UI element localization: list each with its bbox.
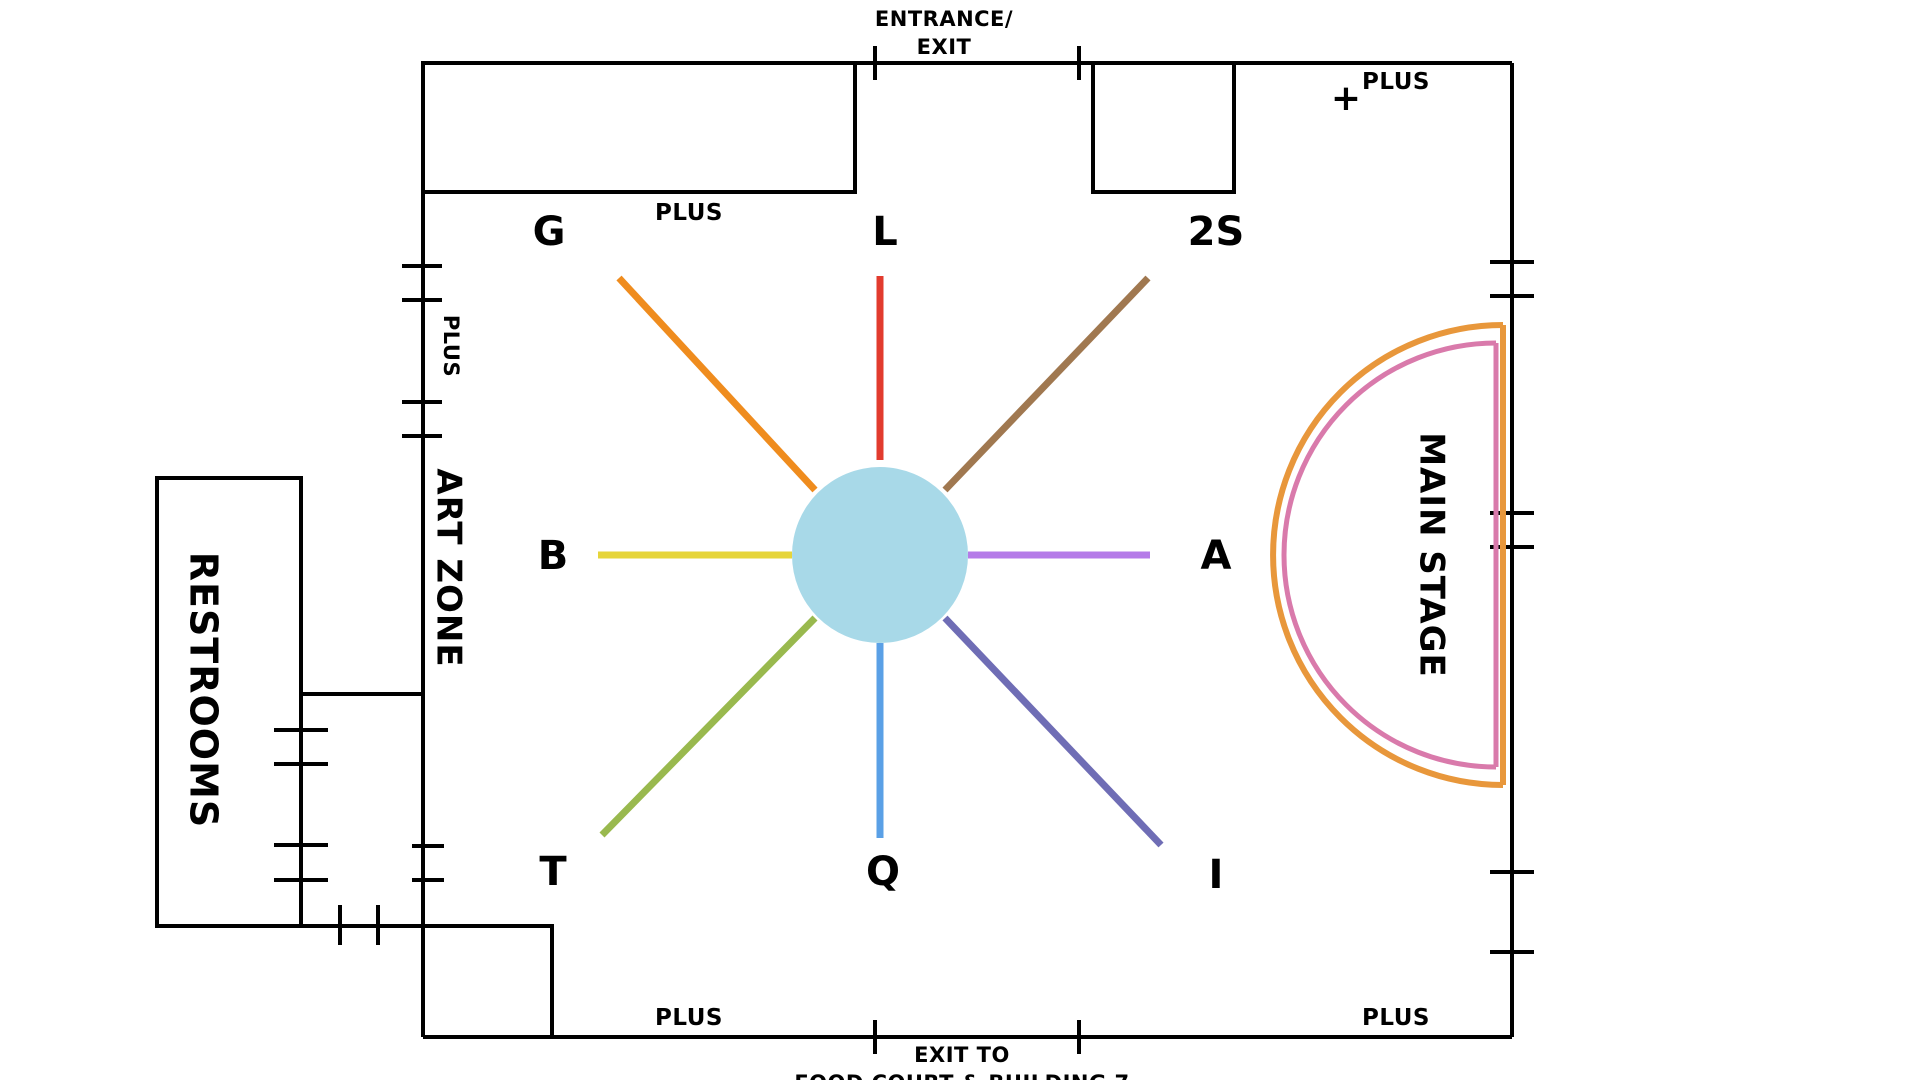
zone-spokes — [598, 275, 1164, 848]
plus-top-right-mark: + — [1331, 78, 1361, 119]
zone-label-i: I — [1209, 852, 1224, 898]
bottom-left-booth — [423, 924, 554, 1037]
zone-label-a: A — [1201, 533, 1232, 579]
top-right-booth — [1091, 61, 1236, 194]
top-left-booth — [421, 61, 857, 194]
spoke-g — [616, 275, 818, 493]
plus-left-wall-label: PLUS — [439, 315, 463, 377]
plus-top-right-label: PLUS — [1362, 69, 1430, 95]
zone-label-t: T — [539, 849, 567, 895]
entrance-label: ENTRANCE/EXIT — [875, 7, 1013, 59]
stage-inner-ring — [1281, 340, 1497, 770]
spoke-i — [942, 615, 1164, 848]
door-markers — [274, 46, 1534, 1054]
zone-label-2s: 2S — [1188, 209, 1245, 255]
zone-labels: L 2S A I Q T B G — [533, 209, 1245, 898]
plus-bottom-left-label: PLUS — [655, 1005, 723, 1031]
zone-label-q: Q — [866, 849, 900, 895]
zone-label-g: G — [533, 209, 566, 255]
main-stage: MAIN STAGE — [1270, 322, 1506, 788]
spoke-2s — [942, 275, 1151, 493]
zone-label-l: L — [872, 209, 898, 255]
center-hub — [792, 467, 968, 643]
restrooms-label: RESTROOMS — [182, 552, 226, 829]
stage-outer-ring — [1270, 322, 1504, 788]
main-stage-label: MAIN STAGE — [1412, 432, 1452, 678]
zone-label-b: B — [538, 533, 569, 579]
art-zone-label: ART ZONE — [429, 468, 469, 667]
plus-top-left-label: PLUS — [655, 200, 723, 226]
plus-bottom-right-label: PLUS — [1362, 1005, 1430, 1031]
exit-food-court-label: EXIT TOFOOD COURT & BUILDING 7 — [794, 1043, 1129, 1080]
spoke-t — [599, 615, 818, 838]
restrooms-room — [155, 476, 303, 928]
